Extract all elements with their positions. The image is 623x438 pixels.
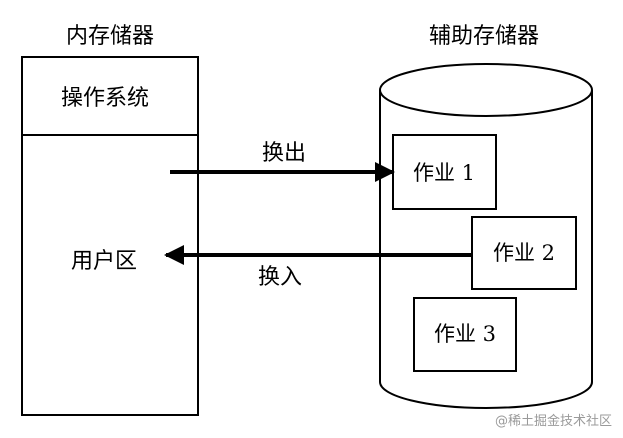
job-label-3: 作业 3: [434, 322, 496, 346]
swap-out-label: 换出: [262, 141, 306, 166]
aux-memory-title: 辅助存储器: [429, 24, 539, 49]
user-area-label: 用户区: [71, 249, 137, 274]
job-box-2: 作业 2: [471, 216, 577, 290]
aux-memory-cylinder: [379, 63, 593, 409]
job-label-1: 作业 1: [413, 161, 475, 185]
swap-in-label: 换入: [258, 265, 302, 290]
job-box-3: 作业 3: [413, 297, 517, 372]
main-memory-box: [21, 56, 199, 416]
main-memory-title: 内存储器: [66, 24, 154, 49]
job-box-1: 作业 1: [392, 134, 497, 210]
job-label-2: 作业 2: [493, 241, 555, 265]
os-region-label: 操作系统: [61, 86, 149, 111]
watermark-text: @稀土掘金技术社区: [495, 413, 612, 429]
